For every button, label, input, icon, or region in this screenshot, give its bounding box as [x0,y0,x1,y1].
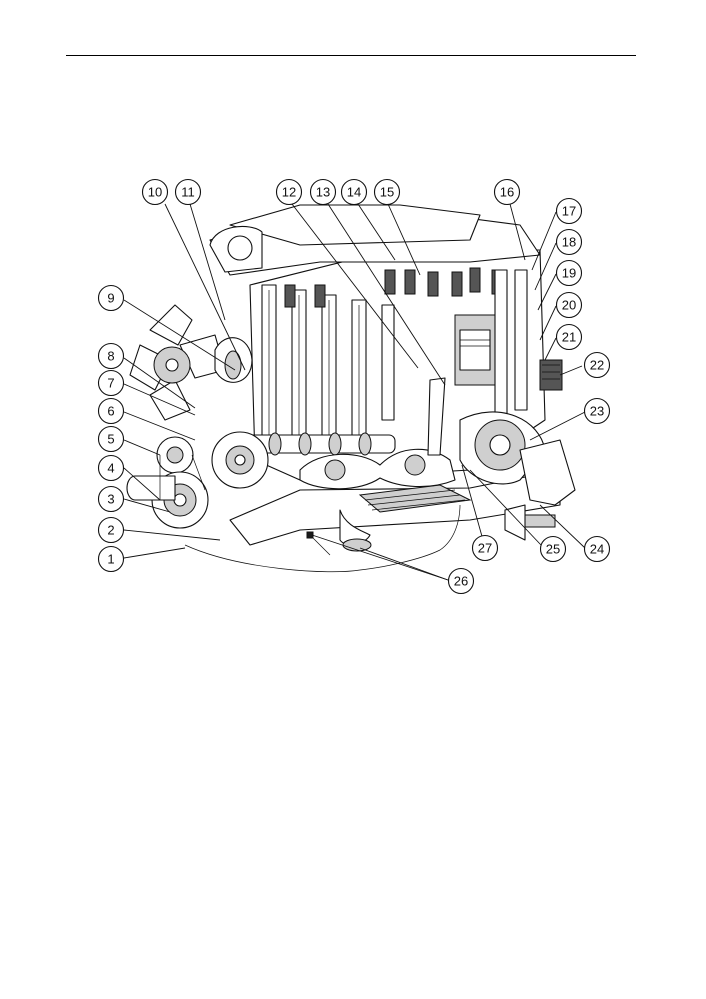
callout-2: 2 [97,516,125,544]
callout-14: 14 [340,178,368,206]
callout-17: 17 [555,197,583,225]
callout-21: 21 [555,323,583,351]
callout-25: 25 [539,535,567,563]
svg-text:9: 9 [107,291,114,306]
engine-icon [126,204,576,573]
callout-26: 26 [447,567,475,595]
callout-27: 27 [471,534,499,562]
svg-text:21: 21 [562,330,576,345]
callout-9: 9 [97,284,125,312]
svg-text:3: 3 [107,492,114,507]
callout-16: 16 [493,178,521,206]
callout-11: 11 [174,178,202,206]
callout-13: 13 [309,178,337,206]
svg-text:12: 12 [282,185,296,200]
svg-text:8: 8 [107,349,114,364]
leader-lines [123,203,586,581]
svg-text:18: 18 [562,235,576,250]
callout-24: 24 [583,535,611,563]
callout-12: 12 [275,178,303,206]
svg-text:10: 10 [148,185,162,200]
svg-text:6: 6 [107,404,114,419]
svg-text:11: 11 [181,185,195,200]
svg-text:22: 22 [590,358,604,373]
svg-text:16: 16 [500,185,514,200]
svg-text:1: 1 [107,552,114,567]
callout-7: 7 [97,369,125,397]
callout-22: 22 [583,351,611,379]
svg-text:15: 15 [380,185,394,200]
svg-text:20: 20 [562,298,576,313]
callout-1: 1 [97,545,125,573]
callout-10: 10 [141,178,169,206]
svg-text:14: 14 [347,185,361,200]
svg-text:23: 23 [590,404,604,419]
svg-text:19: 19 [562,266,576,281]
callout-labels: 10 11 12 13 14 15 16 17 18 19 20 21 22 2… [97,178,611,595]
callout-6: 6 [97,397,125,425]
callout-23: 23 [583,397,611,425]
callout-3: 3 [97,485,125,513]
svg-text:17: 17 [562,204,576,219]
callout-15: 15 [373,178,401,206]
svg-text:27: 27 [478,541,492,556]
svg-text:13: 13 [316,185,330,200]
callout-20: 20 [555,291,583,319]
svg-text:4: 4 [107,461,114,476]
svg-text:25: 25 [546,542,560,557]
callout-19: 19 [555,259,583,287]
svg-text:5: 5 [107,432,114,447]
callout-8: 8 [97,342,125,370]
svg-text:2: 2 [107,523,114,538]
callout-18: 18 [555,228,583,256]
header-rule [66,55,636,56]
svg-text:26: 26 [454,574,468,589]
svg-text:7: 7 [107,376,114,391]
svg-text:24: 24 [590,542,604,557]
callout-4: 4 [97,454,125,482]
callout-5: 5 [97,425,125,453]
